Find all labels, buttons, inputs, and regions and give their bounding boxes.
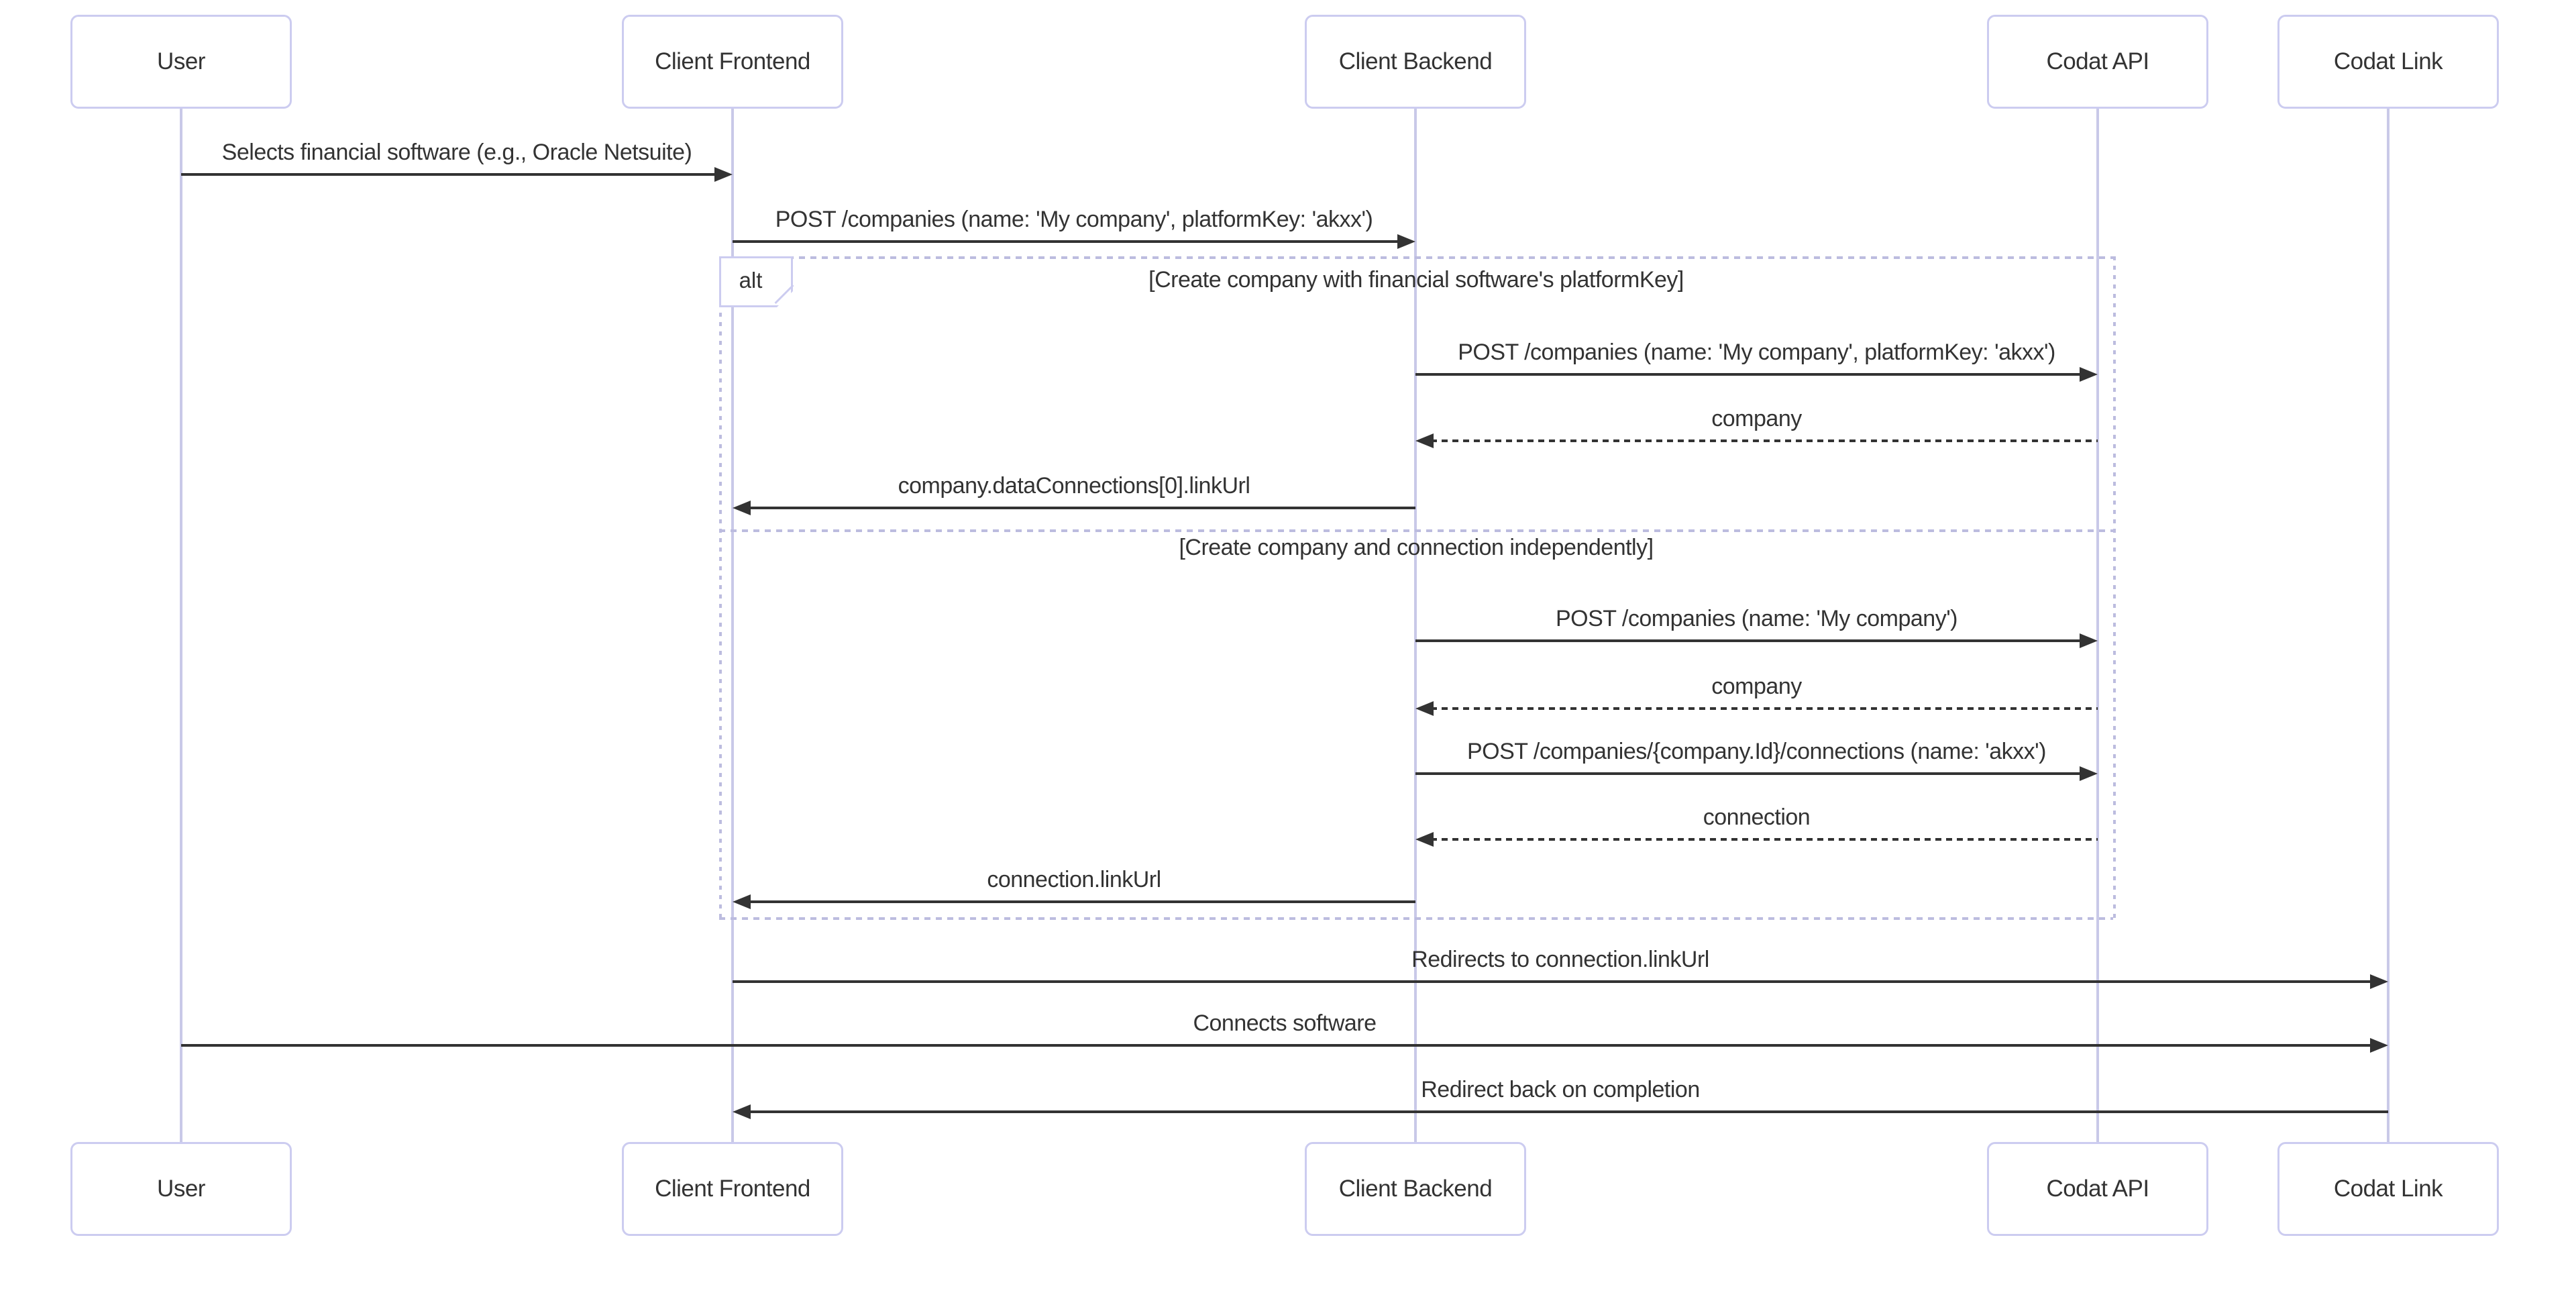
message-label: POST /companies (name: 'My company', pla…	[1458, 340, 2055, 365]
arrowhead-icon	[733, 501, 751, 515]
message-label: POST /companies/{company.Id}/connections…	[1467, 739, 2047, 764]
message-label: Redirect back on completion	[1421, 1077, 1700, 1102]
participant-label: Codat API	[2046, 1176, 2149, 1202]
participant-label: Codat Link	[2333, 1176, 2443, 1202]
message-line	[1415, 639, 2082, 642]
alt-frame-left-border	[719, 256, 722, 917]
lifeline-client-backend	[1414, 107, 1417, 1143]
message-label: company.dataConnections[0].linkUrl	[898, 473, 1250, 499]
message-label: Connects software	[1193, 1010, 1377, 1036]
participant-codat-api-bottom: Codat API	[1987, 1142, 2208, 1236]
lifeline-codat-api	[2096, 107, 2099, 1143]
participant-client-backend-top: Client Backend	[1305, 15, 1526, 109]
participant-user-bottom: User	[70, 1142, 292, 1236]
message-label: company	[1711, 674, 1802, 699]
participant-label: User	[157, 1176, 205, 1202]
participant-label: Client Frontend	[655, 1176, 810, 1202]
message-line	[181, 1044, 2373, 1047]
message-line	[748, 900, 1415, 903]
message-line	[1415, 772, 2082, 775]
message-line	[748, 1110, 2388, 1113]
arrowhead-icon	[1397, 234, 1415, 249]
alt-operator-label: alt	[719, 256, 793, 307]
arrowhead-icon	[2080, 367, 2098, 382]
alt-section-title-2: [Create company and connection independe…	[1179, 535, 1654, 560]
arrowhead-icon	[2080, 633, 2098, 648]
participant-label: Client Frontend	[655, 48, 810, 74]
message-line	[1431, 707, 2098, 710]
participant-label: Codat API	[2046, 48, 2149, 74]
arrowhead-icon	[2080, 766, 2098, 781]
participant-client-frontend-top: Client Frontend	[622, 15, 843, 109]
lifeline-codat-link	[2387, 107, 2390, 1143]
message-line	[1415, 373, 2082, 376]
alt-frame-divider	[719, 529, 2113, 532]
message-line	[1431, 439, 2098, 442]
participant-user-top: User	[70, 15, 292, 109]
participant-label: Client Backend	[1338, 1176, 1493, 1202]
message-label: connection.linkUrl	[987, 867, 1161, 892]
message-line	[733, 240, 1400, 243]
message-line	[1431, 838, 2098, 841]
message-line	[733, 980, 2373, 983]
arrowhead-icon	[2370, 1038, 2388, 1053]
participant-label: User	[157, 48, 205, 74]
arrowhead-icon	[714, 167, 733, 182]
participant-label: Client Backend	[1338, 48, 1493, 74]
lifeline-user	[180, 107, 182, 1143]
participant-codat-api-top: Codat API	[1987, 15, 2208, 109]
participant-codat-link-bottom: Codat Link	[2277, 1142, 2499, 1236]
alt-frame-top-border	[719, 256, 2113, 259]
message-label: company	[1711, 406, 1802, 431]
lifeline-client-frontend	[731, 107, 734, 1143]
arrowhead-icon	[733, 1104, 751, 1119]
message-line	[748, 507, 1415, 509]
message-label: POST /companies (name: 'My company', pla…	[775, 207, 1373, 232]
alt-operator-text: alt	[739, 268, 763, 293]
message-label: POST /companies (name: 'My company')	[1555, 606, 1958, 631]
alt-frame-right-border	[2113, 256, 2116, 920]
arrowhead-icon	[733, 894, 751, 909]
arrowhead-icon	[1415, 701, 1434, 716]
arrowhead-icon	[1415, 433, 1434, 448]
message-label: connection	[1703, 804, 1811, 830]
arrowhead-icon	[1415, 832, 1434, 847]
message-label: Selects financial software (e.g., Oracle…	[221, 140, 692, 165]
participant-codat-link-top: Codat Link	[2277, 15, 2499, 109]
participant-client-frontend-bottom: Client Frontend	[622, 1142, 843, 1236]
alt-section-title-1: [Create company with financial software'…	[1148, 267, 1684, 293]
message-label: Redirects to connection.linkUrl	[1411, 947, 1709, 972]
message-line	[181, 173, 717, 176]
alt-frame-bottom-border	[719, 917, 2113, 920]
participant-label: Codat Link	[2333, 48, 2443, 74]
participant-client-backend-bottom: Client Backend	[1305, 1142, 1526, 1236]
arrowhead-icon	[2370, 974, 2388, 989]
